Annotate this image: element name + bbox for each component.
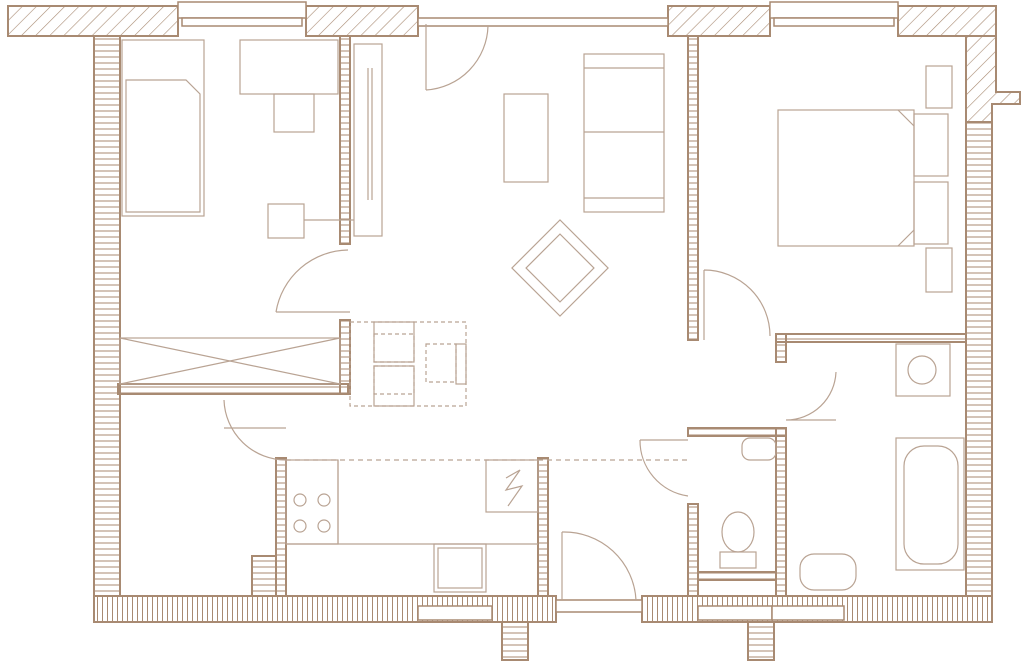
wall <box>339 35 351 245</box>
window <box>769 1 899 19</box>
wardrobe-x <box>119 337 341 385</box>
sofa-seat <box>584 67 664 199</box>
wall <box>687 427 787 437</box>
coffee-table <box>503 93 549 183</box>
door-arc <box>425 24 489 91</box>
wall <box>775 333 967 343</box>
window <box>181 17 303 27</box>
door-arc <box>561 531 637 601</box>
left-wall <box>93 35 121 597</box>
wall <box>537 457 549 597</box>
interior-walls <box>117 35 967 597</box>
dining-chair <box>373 321 415 363</box>
washer <box>895 343 951 397</box>
wc-sink <box>741 437 777 461</box>
armchair <box>511 219 609 317</box>
bed <box>121 39 205 217</box>
toilet-tank <box>719 551 757 569</box>
top-wall-left <box>7 5 179 37</box>
pillow <box>913 181 949 245</box>
wall <box>697 571 777 581</box>
double-bed <box>777 109 915 247</box>
stove-burner <box>317 519 331 533</box>
bed-fold <box>897 109 915 247</box>
wall <box>775 333 787 363</box>
wall <box>687 503 699 597</box>
toilet <box>721 511 755 553</box>
door-arc <box>785 371 837 421</box>
fridge-icon <box>504 469 524 507</box>
washer-drum <box>907 355 937 385</box>
window <box>773 17 895 27</box>
chair <box>273 93 315 133</box>
balcony-stub-right <box>747 621 775 661</box>
door-arc <box>639 439 689 497</box>
balcony-stub-left <box>501 621 529 661</box>
top-wall-right-a <box>667 5 771 37</box>
bathtub-inner <box>903 445 959 565</box>
door-arc <box>703 269 771 340</box>
wardrobe-tall <box>353 43 383 237</box>
window <box>771 605 845 621</box>
nightstand <box>267 203 305 239</box>
nightstand <box>925 247 953 293</box>
bath-sink <box>799 553 857 591</box>
windows <box>177 1 899 621</box>
top-wall-right-b <box>897 5 997 37</box>
kitchen-sink <box>433 543 487 593</box>
window <box>417 605 493 621</box>
dining-chair <box>373 365 415 407</box>
wall <box>775 427 787 597</box>
bed-blanket <box>125 79 201 213</box>
nightstand <box>925 65 953 109</box>
stove-burner <box>293 493 307 507</box>
sofa <box>583 53 665 213</box>
top-wall-mid <box>305 5 419 37</box>
desk <box>239 39 339 95</box>
wall <box>687 35 699 341</box>
stove-burner <box>317 493 331 507</box>
window <box>417 17 669 27</box>
furniture <box>119 39 965 593</box>
corner-wall <box>965 35 1021 123</box>
exterior-walls <box>7 5 1021 661</box>
sink-basin <box>437 547 483 589</box>
wall <box>339 319 351 395</box>
mirror <box>367 68 373 200</box>
door-arc <box>223 399 287 461</box>
pillow <box>913 113 949 177</box>
fridge <box>485 459 539 513</box>
door-arc <box>275 249 350 313</box>
right-wall <box>965 121 993 597</box>
dining-set <box>349 321 467 407</box>
window <box>697 605 773 621</box>
column <box>251 555 277 597</box>
doors <box>223 24 837 601</box>
wall <box>117 383 349 395</box>
stove-burner <box>293 519 307 533</box>
wall <box>275 457 287 597</box>
counter-front <box>286 460 538 545</box>
bathtub <box>895 437 965 571</box>
dining-chair <box>455 343 467 385</box>
door-opening <box>555 599 643 613</box>
window <box>177 1 307 19</box>
wardrobe <box>119 337 341 385</box>
